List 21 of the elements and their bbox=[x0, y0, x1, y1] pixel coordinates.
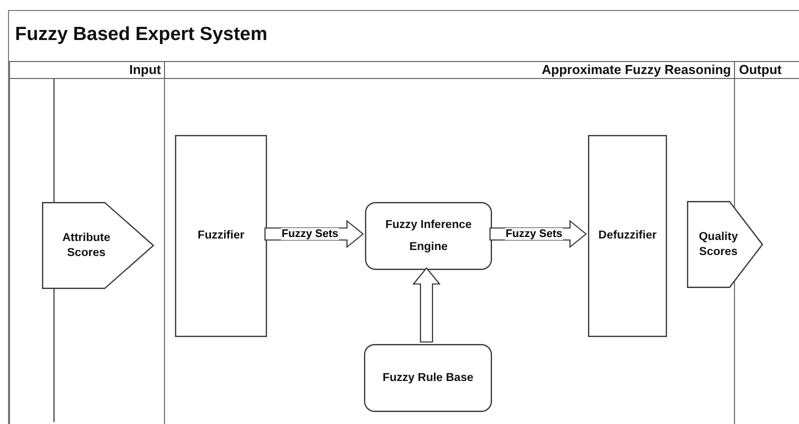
node-label: Fuzzy Rule Base bbox=[382, 371, 474, 386]
lane-header: Output bbox=[735, 62, 799, 79]
block-arrow bbox=[412, 267, 441, 343]
edge-label: Fuzzy Sets bbox=[504, 228, 564, 240]
process-box bbox=[175, 135, 267, 337]
node-label: Attribute Scores bbox=[61, 230, 112, 260]
lane-header: Input bbox=[10, 62, 164, 79]
pentagon-shape bbox=[687, 201, 763, 288]
pentagon-shape bbox=[42, 202, 154, 289]
rounded-box bbox=[365, 202, 492, 270]
node-label: Defuzzifier bbox=[597, 228, 658, 244]
process-box bbox=[588, 135, 667, 337]
node-label: Fuzzifier bbox=[196, 228, 246, 244]
node-label: Fuzzy Inference Engine bbox=[384, 218, 473, 255]
node-label: Quality Scores bbox=[698, 230, 739, 260]
edge-label: Fuzzy Sets bbox=[280, 228, 340, 240]
rounded-box bbox=[364, 344, 492, 412]
diagram-title: Fuzzy Based Expert System bbox=[15, 24, 268, 46]
swimlane bbox=[9, 61, 164, 424]
lane-header: Approximate Fuzzy Reasoning bbox=[165, 62, 734, 79]
diagram-frame bbox=[8, 10, 799, 424]
